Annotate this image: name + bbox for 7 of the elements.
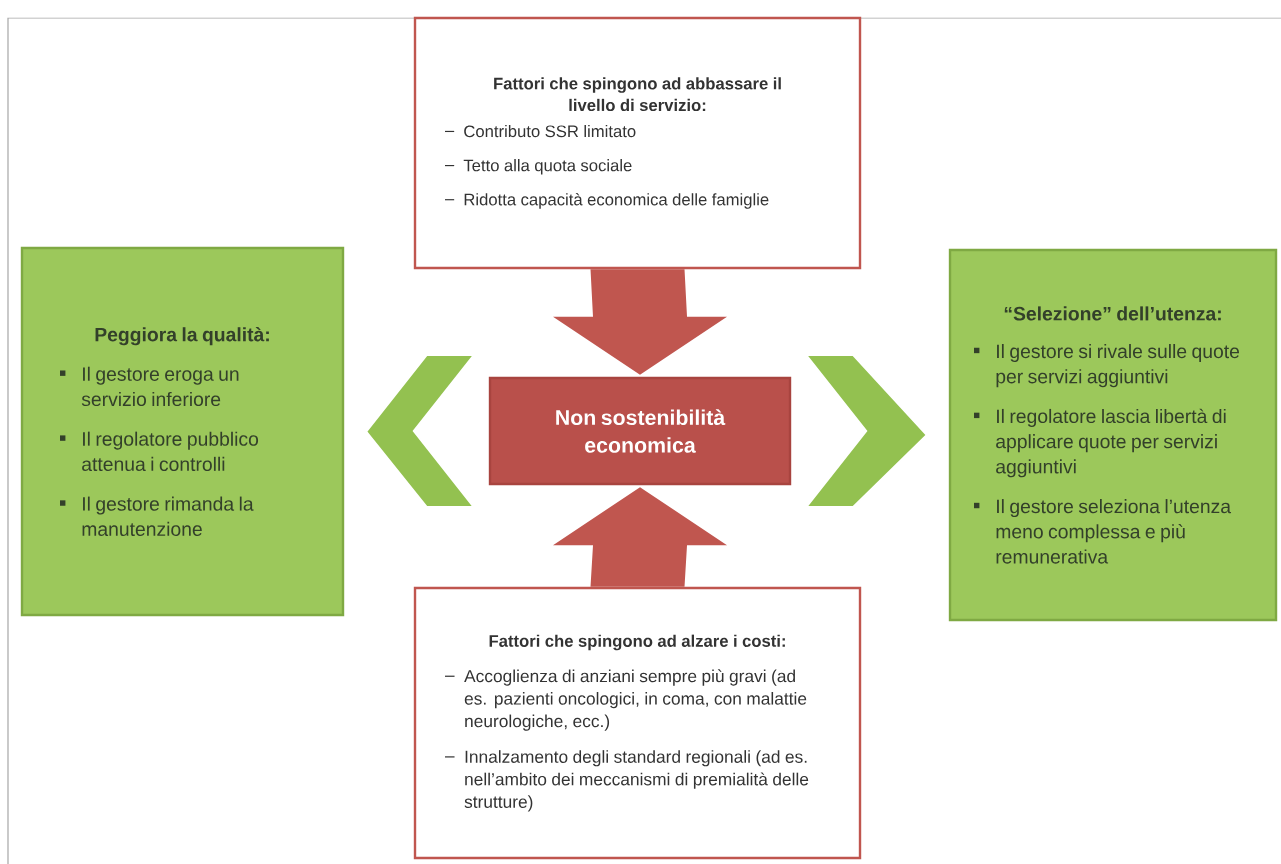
factor-box: Fattori che spingono ad abbassare il livello di servizio: Contributo SSR limitato Tetto alla quota sociale Ridotta capacità economica delle famiglie <box>413 16 862 270</box>
factor-box: Fattori che spingono ad alzare i costi: Accoglienza di anziani sempre più gravi (ad es. pazienti oncologici, in coma, con malattie neurologiche, ecc.) Innalzamento degli standard regionali (ad es. nell’ambito dei meccanismi di premialità delle strutture) <box>413 586 862 860</box>
consequence-box: Peggiora la qualità: Il gestore eroga un servizio inferiore Il regolatore pubblico attenua i controlli Il gestore rimanda la manutenzione <box>20 246 345 617</box>
consequence-box: “Selezione” dell’utenza: Il gestore si rivale sulle quote per servizi aggiuntivi Il regolatore lascia libertà di applicare quote per servizi aggiuntivi Il gestore seleziona l’utenza meno complessa e più remunerativa <box>948 248 1278 622</box>
block-arrow <box>553 487 727 587</box>
central-box: Non sostenibilità economica <box>488 376 792 486</box>
block-arrow <box>553 269 727 375</box>
